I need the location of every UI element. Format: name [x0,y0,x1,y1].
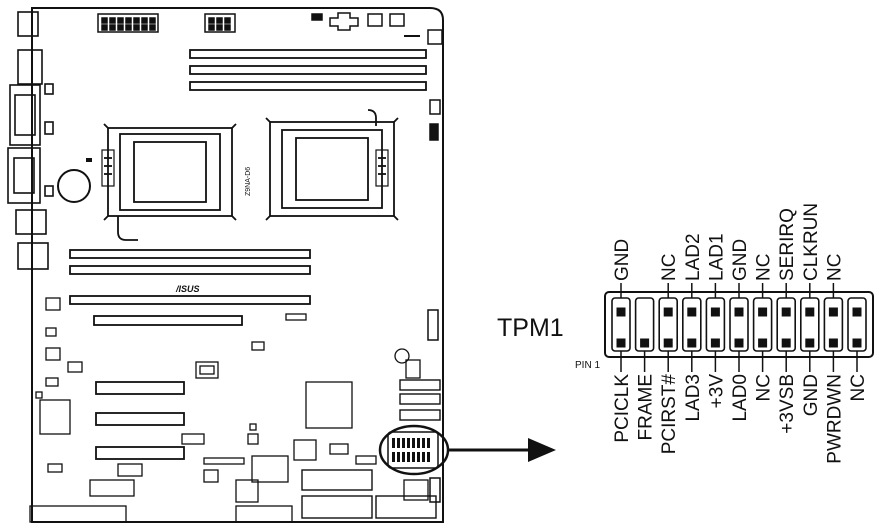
top-pin-label: GND [612,239,633,281]
bottom-pin-label: LAD0 [730,374,751,422]
header-pin [758,307,768,317]
sata-connectors [301,379,441,519]
atx-power-pins [101,17,156,31]
io-port [44,83,54,95]
brand-logo: /ISUS [175,284,200,294]
pin1-label: PIN 1 [575,360,600,371]
dimm-slot [189,49,427,59]
io-port [44,121,54,135]
pcie-slots [93,315,243,460]
small-header [329,12,359,31]
top-pin-label: CLKRUN [801,203,822,281]
top-pin-label: NC [659,254,680,281]
dimm-slot [189,81,427,91]
bottom-pin-label: PCICLK [612,374,633,443]
header-pin [805,338,815,348]
bottom-pin-label: GND [801,374,822,416]
io-port [13,157,35,194]
header-pin [828,307,838,317]
rear-io-ports [7,11,54,270]
io-port [44,185,54,197]
top-pin-label: LAD2 [683,233,704,281]
pcie-slot [93,315,243,326]
header-pin [640,338,650,348]
top-pin-label: SERIRQ [777,208,798,281]
io-port [15,209,47,235]
top-pin-label: NC [824,254,845,281]
header-pin [781,307,791,317]
board-model-label: Z9NA-D6 [245,167,252,196]
dimm-slot [69,265,311,275]
header-pin [616,338,626,348]
header-pin [828,338,838,348]
io-port [9,84,41,146]
pointer-arrow [448,438,556,462]
pcie-slot [95,446,185,460]
io-port [17,242,49,270]
header-pin [687,338,697,348]
cpu-socket-1 [101,123,237,241]
dimm-slot [69,295,311,305]
header-pin [687,307,697,317]
top-connectors [97,12,443,45]
dimm-slot [69,249,311,259]
bottom-pin-label: PWRDWN [824,374,845,464]
header-pin [852,307,862,317]
top-pin-label: GND [730,239,751,281]
header-pin [781,338,791,348]
bottom-pin-label: +3VSB [777,374,798,434]
bottom-pin-label: FRAME [636,374,657,441]
header-pin [663,338,673,348]
header-pin [663,307,673,317]
dimm-slots-top [189,49,427,91]
header-pin [805,307,815,317]
io-port [17,11,39,37]
small-header [367,13,383,27]
io-port [14,94,36,136]
header-pin [734,307,744,317]
pcie-slot [95,412,185,426]
cpu-socket-2 [265,109,399,221]
top-pin-label: LAD1 [706,233,727,281]
board-outline [31,7,444,523]
pcie-slot [95,381,185,395]
bottom-pin-label: PCIRST# [659,374,680,455]
small-header [389,13,405,27]
header-pin [710,307,720,317]
bottom-pin-label: NC [754,374,775,401]
tpm-header-connector [604,291,874,358]
bottom-pin-label: +3V [706,374,727,409]
cmos-battery [57,169,91,203]
header-pin [852,338,862,348]
small-header [427,29,443,45]
small-header [311,13,323,21]
dimm-slots-lower [69,249,311,305]
io-port [7,147,41,204]
header-pin [710,338,720,348]
atx-power-connector [97,13,159,33]
header-pin [616,307,626,317]
header-pin [734,338,744,348]
top-pin-label: NC [754,254,775,281]
small-components [29,297,429,523]
bottom-pin-label: LAD3 [683,374,704,422]
io-port [17,49,43,85]
bottom-pin-label: NC [848,374,869,401]
small-component [86,158,92,162]
header-pin [758,338,768,348]
right-headers [427,99,441,503]
tpm-header-on-board [378,424,450,476]
dimm-slot [189,65,427,75]
eps-power-connector [204,13,236,33]
motherboard [31,7,444,523]
tpm-header-name: TPM1 [497,314,564,342]
